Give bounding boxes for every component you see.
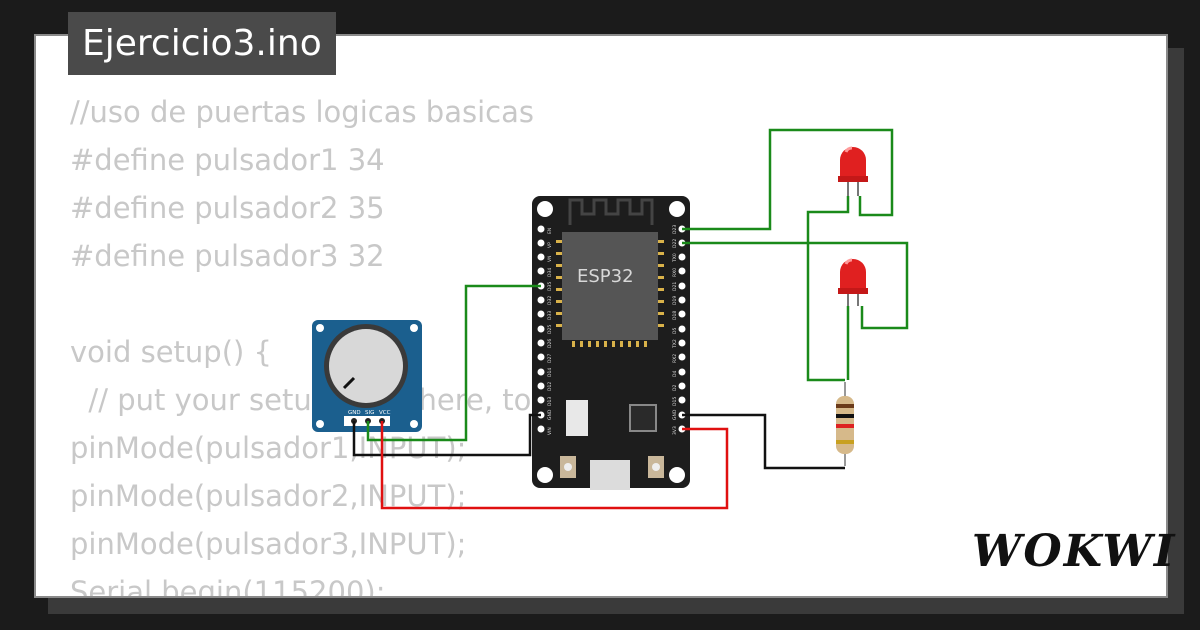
chip-pins [556,240,664,347]
chip-label: ESP32 [577,266,634,287]
svg-text:D14: D14 [547,368,553,377]
wire-pot-signal[interactable] [366,284,541,442]
pot-pin-label: GND [348,410,361,416]
project-title[interactable]: Ejercicio3.ino [68,12,336,75]
svg-text:D33: D33 [547,311,553,320]
usb-chip [629,404,657,432]
svg-text:D5: D5 [672,328,678,334]
led-2[interactable] [838,258,868,306]
usb-port[interactable] [590,460,630,490]
esp32-board[interactable]: ESP32 EN VP VN D34 D35 D32 D33 D25 D [532,196,690,490]
svg-text:D35: D35 [547,282,553,291]
regulator [566,400,588,436]
code-line: #define pulsador1 34 [70,143,385,177]
svg-text:D13: D13 [547,397,553,406]
wires [352,128,909,510]
left-pin-header [537,225,545,433]
svg-text:RX2: RX2 [672,354,678,363]
wire-pot-gnd[interactable] [352,413,541,457]
svg-text:VIN: VIN [547,427,553,435]
svg-text:D32: D32 [547,296,553,305]
antenna [568,198,654,225]
wire-led1-resistor[interactable] [806,196,850,382]
code-line: pinMode(pulsador1,INPUT); [70,431,467,465]
potentiometer[interactable]: GND SIG VCC [312,320,422,432]
code-line: //uso de puertas logicas basicas [70,95,534,129]
svg-text:VN: VN [547,256,553,262]
svg-text:D4: D4 [672,371,678,377]
wire-resistor-gnd[interactable] [682,413,845,470]
svg-text:D27: D27 [547,354,553,363]
svg-text:GND: GND [547,409,553,420]
svg-text:D22: D22 [672,239,678,248]
right-pin-header [678,225,686,433]
pot-pin-label: SIG [365,410,374,416]
left-pin-labels: EN VP VN D34 D35 D32 D33 D25 D26 D27 D14… [547,228,553,435]
svg-text:D26: D26 [547,339,553,348]
svg-text:VP: VP [547,242,553,248]
svg-text:RX0: RX0 [672,268,678,277]
svg-text:TX0: TX0 [672,253,678,263]
esp32-chip [562,232,658,340]
resistor[interactable] [836,382,854,466]
wire-pot-vcc[interactable] [380,421,729,510]
pot-knob[interactable] [329,329,403,403]
svg-text:D2: D2 [672,385,678,391]
svg-text:D34: D34 [547,268,553,277]
code-line: void setup() { [70,335,272,369]
code-line: #define pulsador2 35 [70,191,385,225]
code-line: #define pulsador3 32 [70,239,385,273]
pot-pin-label: VCC [379,410,391,416]
svg-text:3V3: 3V3 [672,426,678,435]
code-preview: //uso de puertas logicas basicas #define … [70,88,534,598]
svg-text:D18: D18 [672,311,678,320]
wokwi-logo: WOKWI [972,526,1177,577]
code-line: pinMode(pulsador3,INPUT); [70,527,467,561]
code-line: Serial.begin(115200); [70,575,386,598]
svg-text:EN: EN [547,228,553,234]
led-1[interactable] [838,146,868,196]
wire-d22-led2[interactable] [682,241,909,330]
svg-text:D25: D25 [547,325,553,334]
svg-text:D21: D21 [672,282,678,291]
wire-d23-led1[interactable] [682,128,894,231]
svg-text:TX2: TX2 [672,339,678,349]
right-pin-labels: D23 D22 TX0 RX0 D21 D19 D18 D5 TX2 RX2 D… [672,225,678,435]
svg-text:GND: GND [672,409,678,420]
svg-text:D12: D12 [547,382,553,391]
svg-text:D23: D23 [672,225,678,234]
svg-text:D15: D15 [672,397,678,406]
svg-text:D19: D19 [672,296,678,305]
